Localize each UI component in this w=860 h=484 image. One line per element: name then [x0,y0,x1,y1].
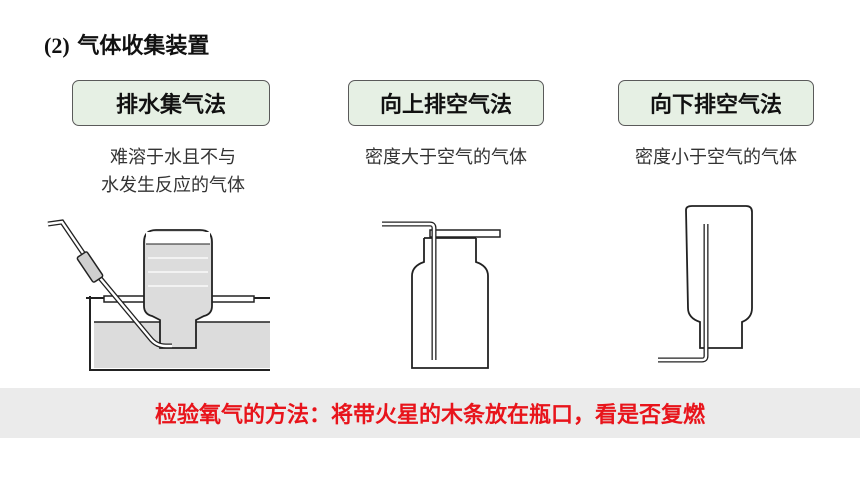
method-label: 向上排空气法 [379,93,512,118]
trough [89,296,270,371]
oxygen-test-text: 检验氧气的方法：将带火星的木条放在瓶口，看是否复燃 [154,403,705,428]
section-heading: (2) 气体收集装置 [44,28,209,60]
section-title: 气体收集装置 [77,34,210,59]
condition-line: 密度大于空气的气体 [365,147,527,168]
inverted-bottle [143,229,213,349]
condition-line: 水发生反应的气体 [101,175,245,196]
method-upward-air-displacement: 向上排空气法 [348,80,544,126]
condition-line: 密度小于空气的气体 [635,147,797,168]
glass-plate [429,229,501,238]
oxygen-test-banner: 检验氧气的方法：将带火星的木条放在瓶口，看是否复燃 [0,388,860,438]
method-downward-air-displacement: 向下排空气法 [618,80,814,126]
method-label: 向下排空气法 [649,93,782,118]
upward-air-displacement-apparatus [382,221,501,369]
bottle-air-space [146,232,210,244]
method-upward-condition: 密度大于空气的气体 [330,144,562,172]
method-label: 排水集气法 [115,93,226,118]
downward-air-displacement-apparatus [658,205,753,363]
gas-bottle [411,238,489,369]
method-water-condition: 难溶于水且不与 水发生反应的气体 [70,144,276,200]
water-displacement-apparatus [47,219,270,371]
rubber-connector [76,251,104,283]
method-downward-condition: 密度小于空气的气体 [600,144,832,172]
section-number: (2) [44,33,70,58]
inverted-bottle [685,205,753,349]
condition-line: 难溶于水且不与 [110,147,236,168]
method-water-displacement: 排水集气法 [72,80,270,126]
